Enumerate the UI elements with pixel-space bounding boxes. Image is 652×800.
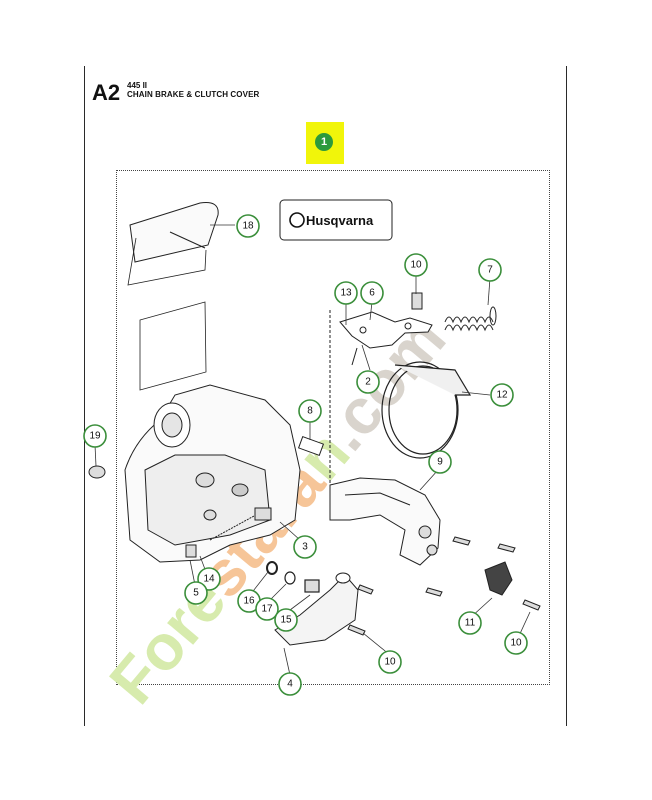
chain-guard <box>329 477 441 566</box>
tensioner-parts <box>88 435 325 558</box>
callout-5[interactable]: 5 <box>184 581 208 605</box>
callout-11[interactable]: 11 <box>458 611 482 635</box>
callout-19[interactable]: 19 <box>83 424 107 448</box>
callout-8[interactable]: 8 <box>298 399 322 423</box>
svg-text:3: 3 <box>302 542 308 553</box>
svg-text:17: 17 <box>261 604 273 615</box>
manual-sheets <box>127 202 219 391</box>
section-code: A2 <box>92 80 121 105</box>
svg-text:4: 4 <box>287 679 293 690</box>
svg-text:8: 8 <box>307 406 313 417</box>
callout-9[interactable]: 9 <box>428 450 452 474</box>
svg-text:2: 2 <box>365 377 371 388</box>
callout-3[interactable]: 3 <box>293 535 317 559</box>
svg-text:10: 10 <box>384 657 396 668</box>
callout-12[interactable]: 12 <box>490 383 514 407</box>
assembly-frame <box>116 170 550 685</box>
lower-cover <box>274 572 359 646</box>
svg-text:16: 16 <box>243 596 255 607</box>
svg-text:12: 12 <box>496 390 508 401</box>
callout-4[interactable]: 4 <box>278 672 302 696</box>
model-name: 445 II <box>127 81 148 90</box>
callout-2[interactable]: 2 <box>356 370 380 394</box>
page-border-left <box>84 66 85 726</box>
svg-text:14: 14 <box>203 574 215 585</box>
svg-text:10: 10 <box>510 638 522 649</box>
svg-text:15: 15 <box>280 615 292 626</box>
brake-band <box>381 361 472 459</box>
svg-text:6: 6 <box>369 288 375 299</box>
svg-text:11: 11 <box>465 618 476 629</box>
section-title: CHAIN BRAKE & CLUTCH COVER <box>127 90 260 99</box>
svg-text:19: 19 <box>89 431 101 442</box>
washers <box>266 561 320 593</box>
svg-text:10: 10 <box>410 260 422 271</box>
svg-text:18: 18 <box>242 221 254 232</box>
callout-10-bottom[interactable]: 10 <box>378 650 402 674</box>
spring <box>444 306 497 332</box>
callout-10-top[interactable]: 10 <box>404 253 428 277</box>
svg-text:5: 5 <box>193 588 199 599</box>
callout-13[interactable]: 13 <box>334 281 358 305</box>
callout-18[interactable]: 18 <box>236 214 260 238</box>
callout-10-right[interactable]: 10 <box>504 631 528 655</box>
callout-15[interactable]: 15 <box>274 608 298 632</box>
callout-7[interactable]: 7 <box>478 258 502 282</box>
svg-text:13: 13 <box>340 288 352 299</box>
svg-text:9: 9 <box>437 457 443 468</box>
bolts <box>347 536 541 636</box>
clip-part <box>484 561 513 596</box>
callout-6[interactable]: 6 <box>360 281 384 305</box>
brand-decal-text: Husqvarna <box>306 213 374 228</box>
callout-17[interactable]: 17 <box>255 597 279 621</box>
brand-decal: Husqvarna <box>279 199 393 241</box>
svg-text:7: 7 <box>487 265 493 276</box>
assembly-highlight[interactable]: 1 <box>306 122 344 164</box>
assembly-badge: 1 <box>315 133 333 151</box>
page-border-right <box>566 66 567 726</box>
